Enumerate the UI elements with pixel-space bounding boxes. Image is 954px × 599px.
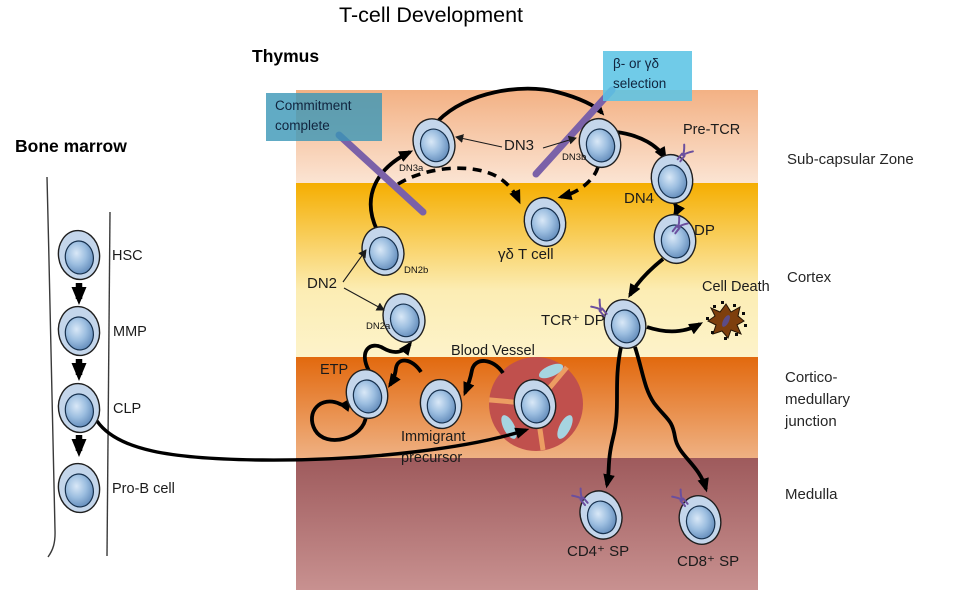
label-dn2b: DN2b — [404, 265, 429, 276]
dead-cell-icon — [706, 301, 747, 340]
label-dn3a: DN3a — [399, 163, 424, 174]
label-cd8-sp: CD8⁺ SP — [677, 553, 740, 570]
cell-clp — [54, 380, 104, 436]
label-clp: CLP — [113, 401, 142, 417]
label-cell-death: Cell Death — [702, 279, 770, 295]
label-tcr-dp: TCR⁺ DP — [541, 312, 605, 329]
cell-mmp — [54, 303, 104, 359]
label-hsc: HSC — [112, 248, 143, 264]
arrows-gd-selection-dashed — [397, 166, 600, 205]
zone-label-subcapsular: Sub-capsular Zone — [787, 151, 914, 168]
label-dp: DP — [694, 222, 715, 239]
zone-label-cortico-medullary: Cortico-medullary junction — [785, 369, 851, 430]
bone-marrow-heading: Bone marrow — [15, 136, 127, 156]
page-title: T-cell Development — [339, 3, 524, 27]
cell-pro-b — [54, 460, 104, 516]
label-dn2a: DN2a — [366, 321, 391, 332]
selection-checkpoint-bars — [335, 86, 616, 216]
label-blood-vessel: Blood Vessel — [451, 343, 535, 359]
label-pre-tcr: Pre-TCR — [683, 122, 741, 138]
label-mmp: MMP — [113, 324, 147, 340]
cell-hsc — [54, 227, 104, 283]
arrow-clp-to-vessel — [95, 420, 530, 462]
zone-label-medulla: Medulla — [785, 486, 838, 503]
label-immigrant-precursor: Immigrant precursor — [401, 429, 466, 466]
label-etp: ETP — [320, 362, 349, 378]
label-pro-b-cell: Pro-B cell — [112, 481, 175, 497]
label-pointer-arrows — [342, 134, 577, 311]
development-arrows — [310, 86, 709, 493]
label-cd4-sp: CD4⁺ SP — [567, 543, 630, 560]
label-dn3b: DN3b — [562, 152, 587, 163]
label-dn4: DN4 — [624, 190, 655, 207]
beta-gd-selection-callout: β- or γδ selection — [603, 51, 692, 101]
label-dn2: DN2 — [307, 275, 338, 292]
label-gd-t-cell: γδ T cell — [498, 246, 554, 263]
bone-marrow-channel — [46, 176, 111, 558]
thymus-heading: Thymus — [252, 46, 320, 66]
zone-label-cortex: Cortex — [787, 269, 832, 286]
commitment-complete-callout: Commitment complete — [266, 93, 382, 141]
label-dn3: DN3 — [504, 137, 535, 154]
